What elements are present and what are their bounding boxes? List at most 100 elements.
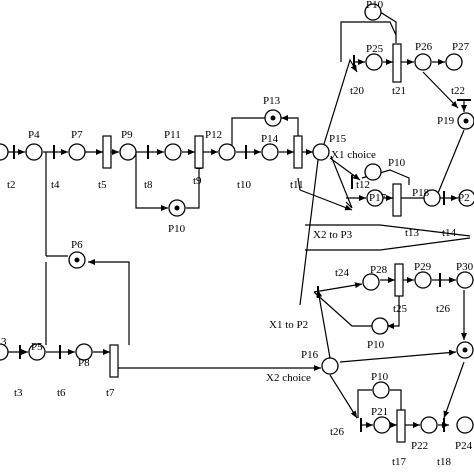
place-p21 <box>373 416 391 434</box>
label-t24: t24 <box>335 267 350 279</box>
place-p17 <box>366 189 384 207</box>
label-p10-bottom: P10 <box>371 371 389 383</box>
label-t2: t2 <box>7 179 16 191</box>
place-p10-mid <box>364 163 382 181</box>
transition-t21 <box>392 43 402 83</box>
label-p5: P5 <box>31 341 43 353</box>
label-p3-edge: 3 <box>1 336 7 348</box>
label-p7: P7 <box>71 129 83 141</box>
label-p24: P24 <box>455 440 473 452</box>
place-p30 <box>456 271 474 289</box>
place-p28 <box>362 273 380 291</box>
label-t3: t3 <box>14 387 23 399</box>
place-p9 <box>119 143 137 161</box>
label-x2-choice: X2 choice <box>266 372 311 384</box>
label-t22: t22 <box>451 85 465 97</box>
label-t12: t12 <box>356 179 370 191</box>
place-p12 <box>218 143 236 161</box>
transition-t17 <box>396 409 406 443</box>
label-t9: t9 <box>193 175 202 187</box>
transition-t7 <box>109 344 119 378</box>
label-p13: P13 <box>263 95 281 107</box>
place-p22 <box>420 416 438 434</box>
label-p10-left: P10 <box>168 223 186 235</box>
label-p25: P25 <box>366 43 384 55</box>
places <box>0 3 474 434</box>
label-t17: t17 <box>392 456 407 468</box>
transition-t11 <box>293 135 303 169</box>
place-p24 <box>456 416 474 434</box>
arcs <box>8 11 471 428</box>
label-p17: P17 <box>369 192 387 204</box>
label-p6: P6 <box>71 239 83 251</box>
label-p2-edge: P2 <box>458 192 470 204</box>
place-p10-top <box>364 3 382 21</box>
place-right-p2 <box>458 189 474 207</box>
label-p8: P8 <box>78 357 90 369</box>
label-t25: t25 <box>393 303 408 315</box>
place-p14 <box>261 143 279 161</box>
place-p25 <box>365 53 383 71</box>
label-t18: t18 <box>437 456 452 468</box>
place-p29 <box>414 271 432 289</box>
label-t5: t5 <box>98 179 107 191</box>
place-p26 <box>414 53 432 71</box>
label-x2-to-p3: X2 to P3 <box>313 229 353 241</box>
label-p10-mid: P10 <box>388 157 406 169</box>
place-left-bottom-edge <box>0 343 9 361</box>
label-p10-low: P10 <box>367 339 385 351</box>
label-p11: P11 <box>164 129 181 141</box>
place-p7 <box>68 143 86 161</box>
label-t21: t21 <box>392 85 406 97</box>
label-p4: P4 <box>28 129 40 141</box>
label-p26: P26 <box>415 41 433 53</box>
token-p10-left <box>174 205 180 211</box>
place-p11 <box>164 143 182 161</box>
label-x1-choice: X1 choice <box>331 149 376 161</box>
label-t26-left: t26 <box>330 426 345 438</box>
label-p19: P19 <box>437 115 455 127</box>
place-p5 <box>28 343 46 361</box>
label-p14: P14 <box>261 133 279 145</box>
token-p6 <box>74 257 80 263</box>
label-t8: t8 <box>144 179 153 191</box>
label-t6: t6 <box>57 387 66 399</box>
transition-t13 <box>392 183 402 217</box>
label-t4: t4 <box>51 179 60 191</box>
place-p4 <box>25 143 43 161</box>
label-t10: t10 <box>237 179 252 191</box>
place-p8 <box>75 343 93 361</box>
place-p27 <box>445 53 463 71</box>
label-x1-to-p2: X1 to P2 <box>269 319 308 331</box>
label-t11: t11 <box>290 179 304 191</box>
label-p10-top: P10 <box>366 0 384 11</box>
place-p10-bottom <box>372 381 390 399</box>
label-p12: P12 <box>205 129 222 141</box>
label-p9: P9 <box>121 129 133 141</box>
label-p16: P16 <box>301 349 319 361</box>
label-t14: t14 <box>442 227 457 239</box>
transitions <box>13 43 471 443</box>
label-p29: P29 <box>414 261 432 273</box>
place-left-top-edge <box>0 143 9 161</box>
label-p15: P15 <box>329 133 347 145</box>
label-p21: P21 <box>371 406 388 418</box>
token-p13 <box>270 115 276 121</box>
transition-t5 <box>102 135 112 169</box>
transition-t25 <box>394 263 404 297</box>
label-p28: P28 <box>370 264 388 276</box>
place-p18 <box>423 189 441 207</box>
label-p27: P27 <box>452 41 470 53</box>
label-t13: t13 <box>405 227 420 239</box>
place-p10-low <box>371 317 389 335</box>
transition-t9 <box>194 135 204 169</box>
place-p16 <box>321 357 339 375</box>
label-t7: t7 <box>106 387 115 399</box>
place-p15 <box>312 143 330 161</box>
label-p18: P18 <box>412 187 430 199</box>
token-p19 <box>463 118 469 124</box>
token-right-mid <box>462 347 468 353</box>
label-p22: P22 <box>411 440 428 452</box>
